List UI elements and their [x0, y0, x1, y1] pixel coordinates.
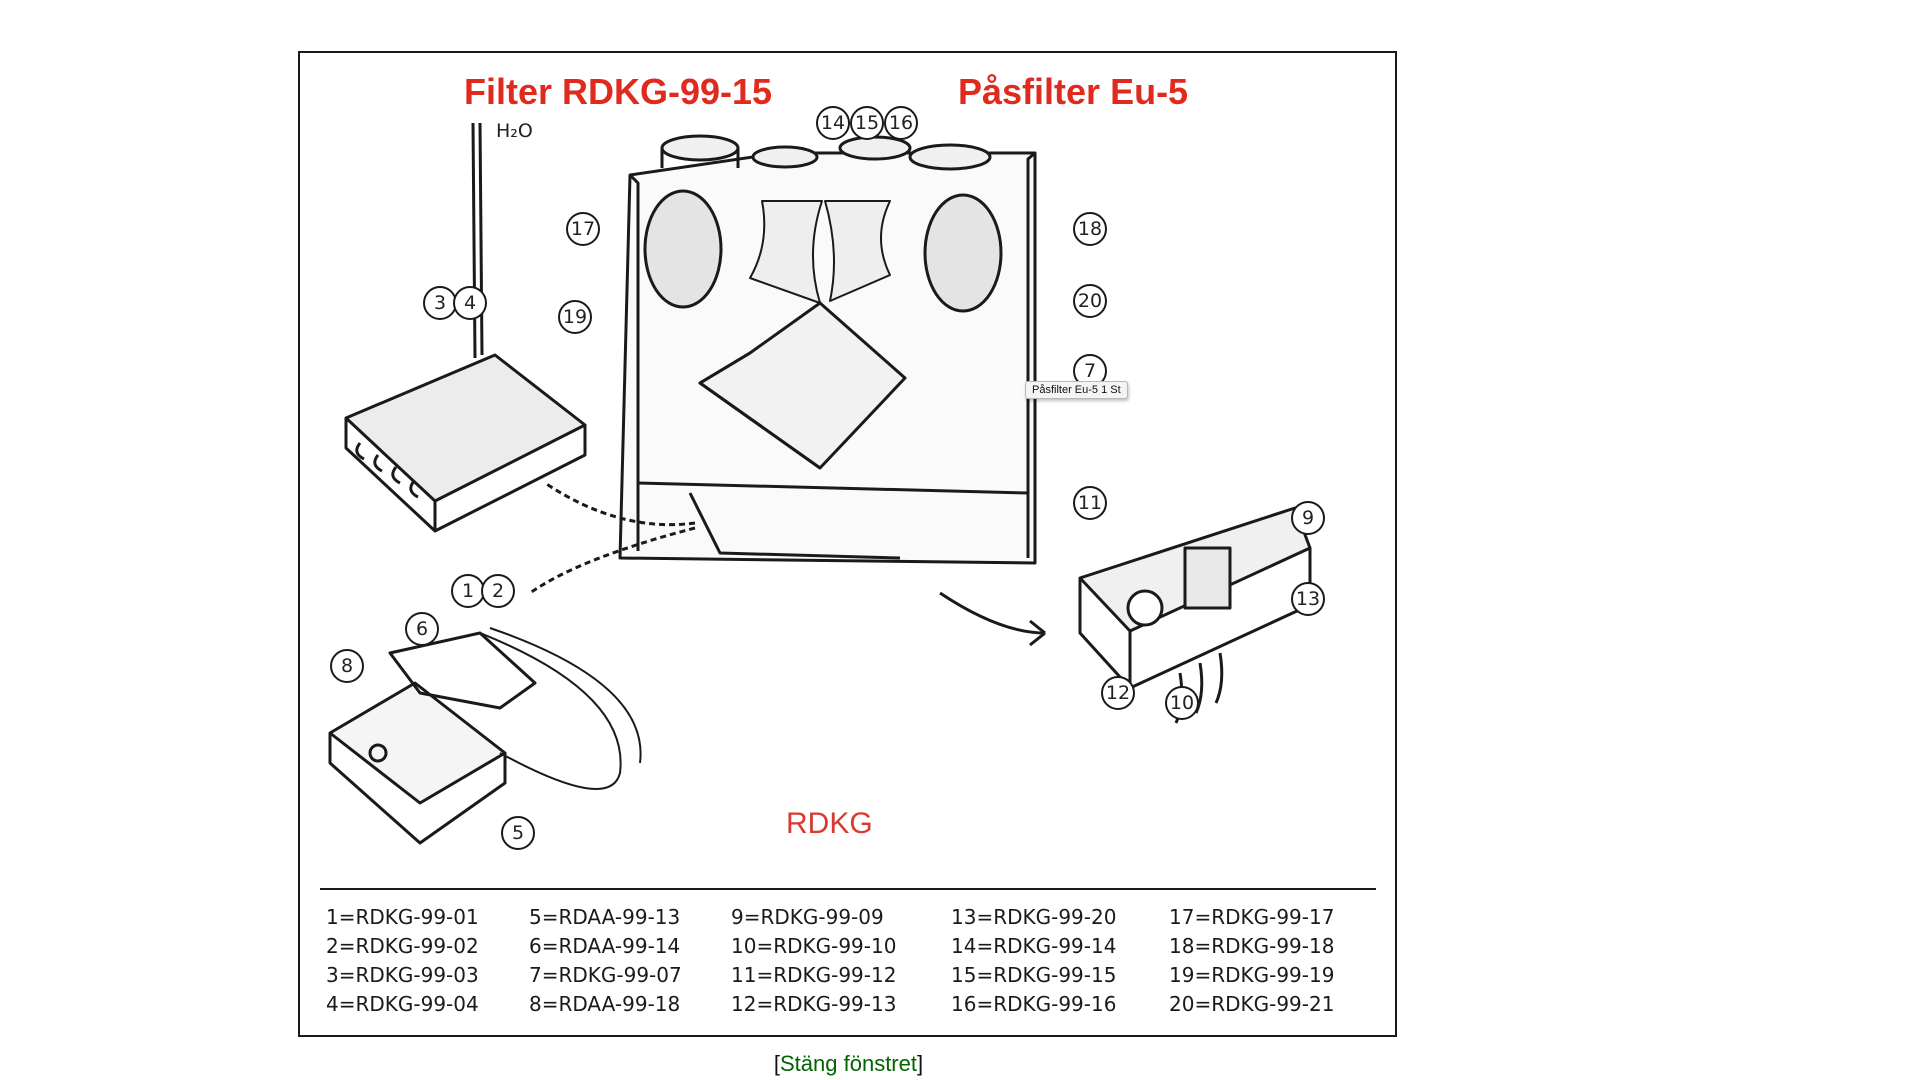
callout-13: 13	[1291, 582, 1325, 616]
part-entry: 15=RDKG-99-15	[951, 963, 1117, 987]
part-entry: 7=RDKG-99-07	[529, 963, 682, 987]
callout-circle	[481, 574, 515, 608]
callout-11: 11	[1073, 486, 1107, 520]
part-entry: 13=RDKG-99-20	[951, 905, 1117, 929]
callout-number: 9	[1302, 507, 1314, 529]
callout-20: 20	[1073, 284, 1107, 318]
callout-circle	[558, 300, 592, 334]
callout-number: 15	[855, 112, 879, 134]
callout-15: 15	[850, 106, 884, 140]
callout-circle	[1291, 501, 1325, 535]
callout-number: 8	[341, 655, 353, 677]
callout-9: 9	[1291, 501, 1325, 535]
callout-number: 3	[434, 292, 446, 314]
callout-number: 10	[1170, 692, 1194, 714]
callout-6: 6	[405, 612, 439, 646]
callout-circle	[1073, 486, 1107, 520]
callout-3: 3	[423, 286, 457, 320]
part-entry: 2=RDKG-99-02	[326, 934, 479, 958]
callout-circle	[330, 649, 364, 683]
callout-circle	[1165, 686, 1199, 720]
part-entry: 6=RDAA-99-14	[529, 934, 681, 958]
bag-filter-title: Påsfilter Eu-5	[958, 71, 1189, 112]
callout-number: 2	[492, 580, 504, 602]
parts-list-divider	[320, 888, 1376, 890]
part-entry: 19=RDKG-99-19	[1169, 963, 1335, 987]
part-tooltip: Påsfilter Eu-5 1 St	[1025, 381, 1128, 399]
callout-14: 14	[816, 106, 850, 140]
arrow-drawings	[529, 481, 1046, 647]
part-entry: 9=RDKG-99-09	[731, 905, 884, 929]
part-entry: 12=RDKG-99-13	[731, 992, 897, 1016]
callout-number: 12	[1106, 682, 1130, 704]
callout-number: 20	[1078, 290, 1102, 312]
part-entry: 16=RDKG-99-16	[951, 992, 1117, 1016]
callout-circle	[566, 212, 600, 246]
close-bracket: ]	[916, 1051, 924, 1076]
callout-number: 11	[1078, 492, 1102, 514]
callout-circle	[850, 106, 884, 140]
callout-circle	[501, 816, 535, 850]
electric-heater-drawing	[328, 627, 642, 845]
callout-number: 14	[821, 112, 845, 134]
callout-10: 10	[1165, 686, 1199, 720]
open-bracket: [	[773, 1051, 780, 1076]
callout-number: 5	[512, 822, 524, 844]
callout-number: 18	[1078, 218, 1102, 240]
callout-circle	[453, 286, 487, 320]
callout-circle	[884, 106, 918, 140]
callout-circle	[1073, 212, 1107, 246]
part-entry: 4=RDKG-99-04	[326, 992, 479, 1016]
callout-number: 6	[416, 618, 428, 640]
callout-19: 19	[558, 300, 592, 334]
callout-number: 13	[1296, 588, 1320, 610]
callout-7: 7	[1073, 354, 1107, 388]
callout-number: 19	[563, 306, 587, 328]
model-label: RDKG	[786, 807, 873, 840]
part-entry: 11=RDKG-99-12	[731, 963, 897, 987]
part-entry: 3=RDKG-99-03	[326, 963, 479, 987]
callout-circle	[1073, 284, 1107, 318]
main-unit-drawing	[618, 134, 1037, 565]
callout-1: 1	[451, 574, 485, 608]
callout-5: 5	[501, 816, 535, 850]
water-label: H₂O	[496, 120, 533, 142]
callout-18: 18	[1073, 212, 1107, 246]
part-entry: 8=RDAA-99-18	[529, 992, 681, 1016]
part-entry: 5=RDAA-99-13	[529, 905, 681, 929]
control-box-drawing	[1078, 506, 1312, 724]
callout-circle	[816, 106, 850, 140]
callout-circle	[1291, 582, 1325, 616]
callout-17: 17	[566, 212, 600, 246]
footer: [Stäng fönstret]	[0, 1051, 1697, 1077]
diagram-frame: Filter RDKG-99-15 Påsfilter Eu-5	[298, 51, 1397, 1037]
callout-number: 16	[889, 112, 913, 134]
part-entry: 20=RDKG-99-21	[1169, 992, 1335, 1016]
callout-12: 12	[1101, 676, 1135, 710]
heating-coil-drawing	[344, 122, 587, 533]
parts-list: 1=RDKG-99-01 5=RDAA-99-13 9=RDKG-99-09 13=R…	[326, 905, 1386, 1017]
part-entry: 10=RDKG-99-10	[731, 934, 897, 958]
part-entry: 14=RDKG-99-14	[951, 934, 1117, 958]
callout-4: 4	[453, 286, 487, 320]
callout-8: 8	[330, 649, 364, 683]
callout-16: 16	[884, 106, 918, 140]
callout-circle	[405, 612, 439, 646]
close-window-link[interactable]: Stäng fönstret	[780, 1051, 917, 1076]
filter-title: Filter RDKG-99-15	[464, 71, 773, 112]
callout-2: 2	[481, 574, 515, 608]
callout-number: 17	[571, 218, 595, 240]
part-entry: 18=RDKG-99-18	[1169, 934, 1335, 958]
part-entry: 17=RDKG-99-17	[1169, 905, 1335, 929]
callout-number: 7	[1084, 360, 1096, 382]
part-entry: 1=RDKG-99-01	[326, 905, 479, 929]
callout-number: 4	[464, 292, 476, 314]
callout-number: 1	[462, 580, 474, 602]
callout-circle	[1101, 676, 1135, 710]
